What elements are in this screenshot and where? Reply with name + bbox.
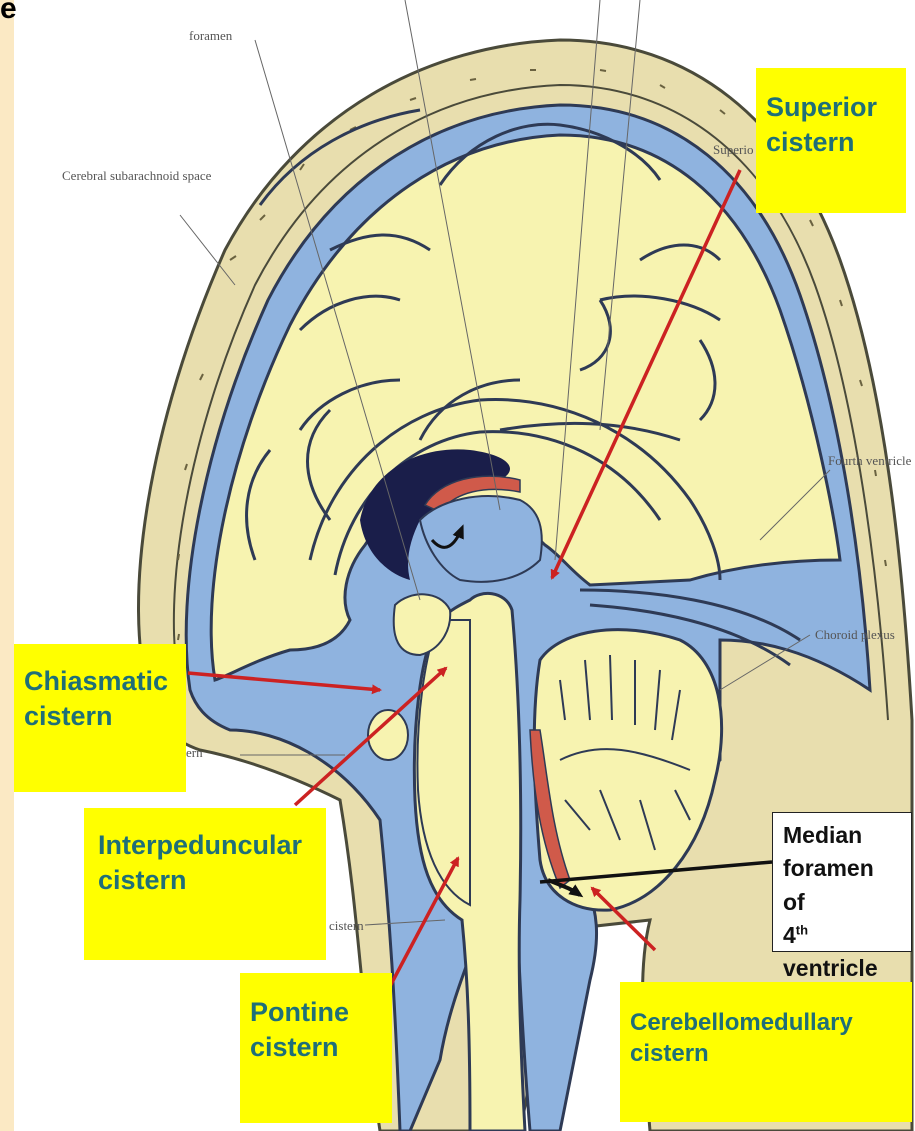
median-line1: Median bbox=[783, 819, 901, 852]
median-line3-number: 4 bbox=[783, 922, 796, 948]
chiasmatic-line1: Chiasmatic bbox=[24, 664, 176, 699]
label-ern-partial: ern bbox=[186, 745, 203, 761]
median-line2: foramen of bbox=[783, 852, 901, 919]
callout-superior-cistern: Superior cistern bbox=[756, 68, 906, 213]
interpeduncular-line1: Interpeduncular bbox=[98, 828, 316, 863]
label-fourth-ventricle: Fourth ventricle bbox=[828, 453, 911, 469]
callout-chiasmatic-cistern: Chiasmatic cistern bbox=[14, 644, 186, 792]
interpeduncular-line2: cistern bbox=[98, 863, 316, 898]
median-line3-suffix: th bbox=[796, 922, 808, 937]
callout-cerebellomedullary-cistern: Cerebellomedullary cistern bbox=[620, 982, 912, 1122]
callout-pontine-cistern: Pontine cistern bbox=[240, 973, 392, 1123]
superior-line1: Superior bbox=[766, 90, 896, 125]
cerebellomedullary-line: Cerebellomedullary cistern bbox=[630, 1007, 902, 1069]
label-cistern-partial: cistern bbox=[329, 918, 364, 934]
label-cerebral-subarachnoid-space: Cerebral subarachnoid space bbox=[62, 168, 211, 184]
median-line3-rest: ventricle bbox=[783, 955, 878, 981]
label-superior-partial: Superio bbox=[713, 142, 753, 158]
label-choroid-plexus: Choroid plexus bbox=[815, 627, 895, 643]
callout-interpeduncular-cistern: Interpeduncular cistern bbox=[84, 808, 326, 960]
pontine-line2: cistern bbox=[250, 1030, 382, 1065]
superior-line2: cistern bbox=[766, 125, 896, 160]
callout-median-foramen: Median foramen of 4th ventricle bbox=[772, 812, 912, 952]
pontine-line1: Pontine bbox=[250, 995, 382, 1030]
label-foramen: foramen bbox=[189, 28, 232, 44]
median-line3: 4th ventricle bbox=[783, 919, 901, 986]
corner-letter: e bbox=[0, 0, 17, 26]
chiasmatic-line2: cistern bbox=[24, 699, 176, 734]
left-border-strip bbox=[0, 0, 14, 1131]
